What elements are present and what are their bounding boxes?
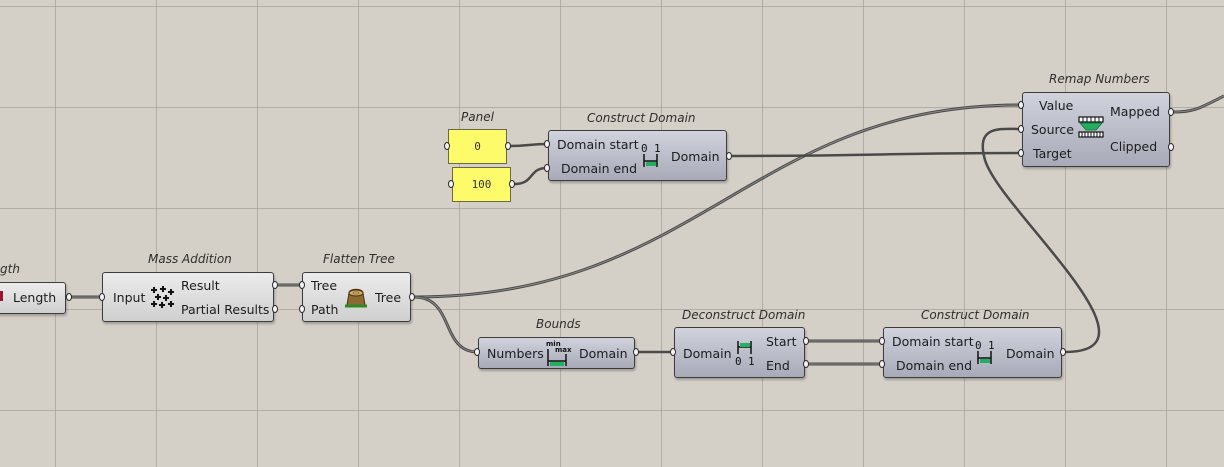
flatten-tree-title: Flatten Tree [323,252,395,266]
mass-addition-component[interactable]: Input Result Partial Results [102,272,274,322]
wire-inner [1172,95,1224,113]
mass-addition-input-port[interactable] [99,293,105,301]
length-component[interactable]: Length [0,282,66,314]
construct-domain-1-start-label: Domain start [557,137,639,152]
flatten-path-input-port[interactable] [299,305,305,313]
remap-source-port[interactable] [1018,125,1024,133]
construct-domain-1-end-label: Domain end [561,161,638,176]
length-icon [0,291,3,301]
svg-text:1: 1 [988,339,995,352]
construct-domain-1-end-port[interactable] [544,164,550,172]
construct-domain-2-component[interactable]: Domain start Domain end 0 1 Domain [883,327,1062,378]
length-title: gth [0,262,20,276]
wire-inner [413,104,1021,298]
svg-text:1: 1 [748,355,755,367]
deconstruct-end-label: End [766,358,790,373]
wire-flatten-to-bounds[interactable] [413,295,479,354]
remap-numbers-component[interactable]: Value Source Target Mapped Clipped [1022,92,1170,167]
deconstruct-start-label: Start [766,334,797,349]
mass-addition-result-label: Result [181,278,220,293]
remap-clipped-label: Clipped [1110,139,1158,154]
construct-domain-1-title: Construct Domain [587,111,696,125]
flatten-tree-output-port[interactable] [409,293,415,301]
bounds-icon-max: max [555,346,572,354]
svg-text:0: 0 [735,355,742,367]
flatten-input-path-label: Path [311,302,339,317]
wire-panel0-to-domainstart[interactable] [509,142,548,148]
remap-mapped-port[interactable] [1168,108,1174,116]
domain-icon: 0 1 [975,339,995,364]
bounds-icon: min max [546,340,572,366]
length-output-label: Length [13,290,57,305]
bounds-title: Bounds [536,317,581,331]
construct-domain-1-output-label: Domain [671,149,720,164]
flatten-input-tree-label: Tree [311,278,338,293]
bounds-component[interactable]: Numbers min max Domain [478,337,635,369]
construct-domain-2-start-label: Domain start [892,334,974,349]
panel-title: Panel [461,110,494,124]
flatten-output-tree-label: Tree [375,290,402,305]
deconstruct-end-port[interactable] [803,360,809,368]
flatten-tree-icon [345,288,367,308]
deconstruct-input-port[interactable] [670,348,676,356]
mass-addition-icon [151,286,174,308]
deconstruct-domain-component[interactable]: Domain 0 1 Start End [674,327,805,378]
bounds-input-label: Numbers [487,346,544,361]
construct-domain-2-title: Construct Domain [921,308,1030,322]
domain-icon: 0 1 [641,142,661,167]
mass-addition-result-port[interactable] [272,281,278,289]
panel-hundred-input-port[interactable] [448,180,454,188]
svg-text:1: 1 [654,142,661,155]
remap-target-label: Target [1033,146,1072,161]
bounds-icon-min: min [546,340,561,348]
remap-mapped-label: Mapped [1110,104,1160,119]
length-output-port[interactable] [66,293,72,301]
remap-icon [1078,116,1104,138]
svg-text:0: 0 [975,339,982,352]
svg-text:0: 0 [641,142,648,155]
deconstruct-start-port[interactable] [803,337,809,345]
construct-domain-1-start-port[interactable] [544,140,550,148]
mass-addition-partial-label: Partial Results [181,302,270,317]
deconstruct-domain-title: Deconstruct Domain [682,308,806,322]
construct-domain-2-end-port[interactable] [879,360,885,368]
panel-hundred[interactable]: 100 [452,167,511,202]
panel-zero-input-port[interactable] [444,142,450,150]
construct-domain-2-output-label: Domain [1006,346,1055,361]
deconstruct-input-label: Domain [683,346,732,361]
panel-hundred-output-port[interactable] [509,180,515,188]
deconstruct-domain-icon: 0 1 [735,341,755,367]
bounds-input-port[interactable] [474,348,480,356]
bounds-output-label: Domain [579,346,628,361]
construct-domain-2-end-label: Domain end [896,358,973,373]
flatten-tree-input-port[interactable] [299,281,305,289]
mass-addition-input-label: Input [113,290,146,305]
remap-value-label: Value [1039,98,1074,113]
mass-addition-partial-port[interactable] [272,305,278,313]
remap-clipped-port[interactable] [1168,143,1174,151]
construct-domain-1-output-port[interactable] [726,152,732,160]
bounds-output-port[interactable] [633,348,639,356]
remap-value-port[interactable] [1018,101,1024,109]
panel-zero-output-port[interactable] [505,142,511,150]
construct-domain-2-start-port[interactable] [879,337,885,345]
flatten-tree-component[interactable]: Tree Path Tree [302,272,411,322]
remap-target-port[interactable] [1018,149,1024,157]
wire-inner [413,296,479,353]
wire-mapped-out[interactable] [1172,94,1224,114]
mass-addition-title: Mass Addition [148,252,232,266]
panel-zero[interactable]: 0 [448,129,507,164]
remap-source-label: Source [1031,122,1074,137]
wire-panel100-to-domainend[interactable] [513,166,548,186]
wire-domain-to-remap-target[interactable] [731,151,1021,158]
construct-domain-2-output-port[interactable] [1060,348,1066,356]
wire-domain2-to-remap-source[interactable] [981,127,1101,354]
remap-numbers-title: Remap Numbers [1049,72,1150,86]
construct-domain-1-component[interactable]: Domain start Domain end 0 1 Domain [548,130,727,181]
